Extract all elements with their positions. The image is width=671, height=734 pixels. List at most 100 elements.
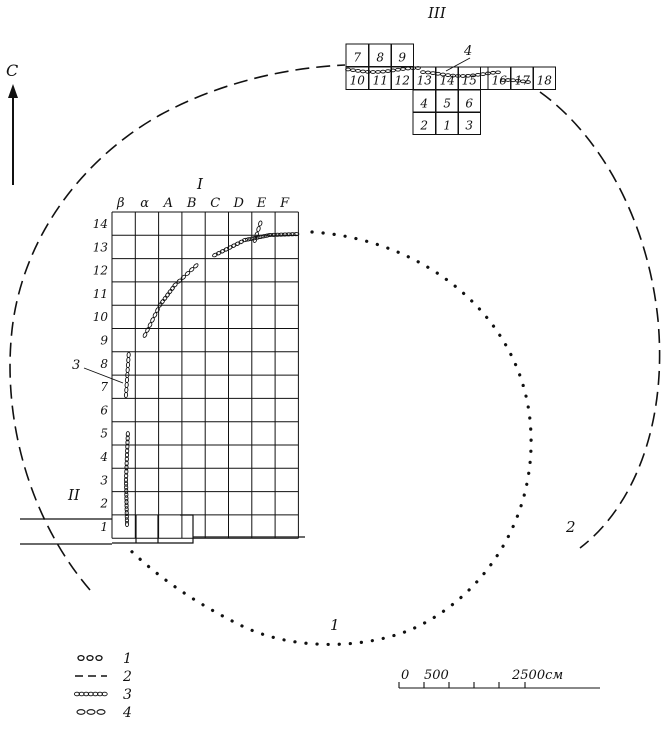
legend-key: 2 <box>122 669 132 685</box>
excavation-I-grid <box>111 211 299 539</box>
column-label: F <box>279 196 290 211</box>
row-label: 6 <box>100 403 108 417</box>
stone-mark <box>375 70 381 74</box>
row-label: 4 <box>99 450 108 464</box>
excavation-III-square-label: 1 <box>443 119 451 133</box>
legend-key: 4 <box>122 705 132 721</box>
stone-mark <box>170 285 175 292</box>
row-label: 1 <box>100 520 108 534</box>
excavation-III-square <box>532 66 556 90</box>
stone-mark <box>480 72 486 76</box>
stone-mark <box>385 69 391 73</box>
stone-mark <box>395 67 401 72</box>
column-label: E <box>256 196 267 211</box>
stone-mark <box>124 460 129 467</box>
stone-mark <box>124 502 129 509</box>
north-label: С <box>6 61 18 80</box>
stone-mark <box>124 464 129 471</box>
row-label: 5 <box>100 427 108 441</box>
stone-mark <box>425 70 431 75</box>
stone-mark <box>165 292 170 298</box>
stone-mark <box>245 237 252 242</box>
callout-4: 4 <box>445 44 472 72</box>
stone-mark <box>370 70 376 74</box>
stone-mark <box>123 476 129 484</box>
excavation-III-square-label: 7 <box>353 51 361 65</box>
stone-mark <box>293 232 300 237</box>
curve-2-label: 2 <box>565 518 576 536</box>
stone-mark <box>525 80 531 84</box>
stone-mark <box>212 252 218 258</box>
excavation-III-square-label: 5 <box>443 97 451 111</box>
stone-chain-finds <box>123 220 300 528</box>
stone-mark <box>415 66 421 70</box>
stone-mark <box>124 517 129 524</box>
legend-symbol <box>96 691 104 697</box>
stone-mark <box>162 295 168 302</box>
legend: 1 2 3 4 <box>73 651 132 721</box>
legend-symbol <box>96 709 106 715</box>
excavation-III-square-label: 16 <box>492 74 508 88</box>
excavation-III-label: III <box>427 4 447 22</box>
stone-mark <box>157 302 163 308</box>
legend-symbol <box>83 691 90 697</box>
stone-mark <box>172 282 178 288</box>
stone-mark <box>289 232 296 237</box>
stone-mark <box>124 451 130 459</box>
stone-mark <box>189 267 195 273</box>
column-label: α <box>140 196 149 211</box>
excavation-I-label: I <box>196 175 204 193</box>
callout-3: 3 <box>72 358 124 384</box>
stone-mark <box>160 298 165 305</box>
excavation-III-square-label: 10 <box>350 74 366 88</box>
column-label: B <box>186 196 197 211</box>
stone-mark <box>124 491 129 498</box>
excavation-III-square-label: 11 <box>373 74 388 88</box>
excavation-III-square-label: 3 <box>465 119 473 133</box>
legend-item: 3 <box>73 687 132 703</box>
stone-mark <box>263 233 270 238</box>
excavation-III-square-label: 4 <box>419 97 428 111</box>
stone-mark <box>219 248 226 254</box>
excavation-III-square-label: 17 <box>515 74 531 88</box>
stone-mark <box>260 234 267 239</box>
stone-mark <box>124 495 129 502</box>
stone-mark <box>124 468 129 475</box>
stone-mark <box>285 232 292 237</box>
legend-item: 1 <box>77 651 132 667</box>
stone-mark <box>281 232 289 237</box>
scale-tick-end: 2500см <box>511 668 563 683</box>
stone-mark <box>254 235 261 240</box>
legend-item: 4 <box>76 705 132 721</box>
row-label: 13 <box>93 240 109 254</box>
stone-mark <box>155 307 160 313</box>
stone-mark <box>193 263 199 269</box>
row-label: 8 <box>100 357 108 371</box>
excavation-I-extension <box>112 514 305 544</box>
stone-mark <box>125 361 131 369</box>
excavation-III-square-label: 12 <box>395 74 410 88</box>
legend-symbol <box>86 654 94 662</box>
row-label: 10 <box>93 310 109 324</box>
stone-mark <box>230 243 237 248</box>
stone-mark <box>215 250 222 256</box>
row-label: 3 <box>100 473 108 487</box>
row-label: 2 <box>99 497 108 511</box>
stone-mark <box>124 509 129 517</box>
row-label: 7 <box>100 380 108 394</box>
stone-mark <box>126 351 131 359</box>
excavation-III-square-label: 2 <box>419 119 428 133</box>
legend-symbol <box>73 691 81 697</box>
stone-mark <box>124 472 129 479</box>
excavation-III-square-label: 8 <box>376 51 384 65</box>
stone-mark <box>124 513 129 520</box>
legend-symbol <box>95 654 103 662</box>
stone-mark <box>251 236 258 241</box>
row-label: 11 <box>93 287 108 301</box>
legend-symbol <box>92 691 99 697</box>
stone-mark <box>124 484 129 491</box>
